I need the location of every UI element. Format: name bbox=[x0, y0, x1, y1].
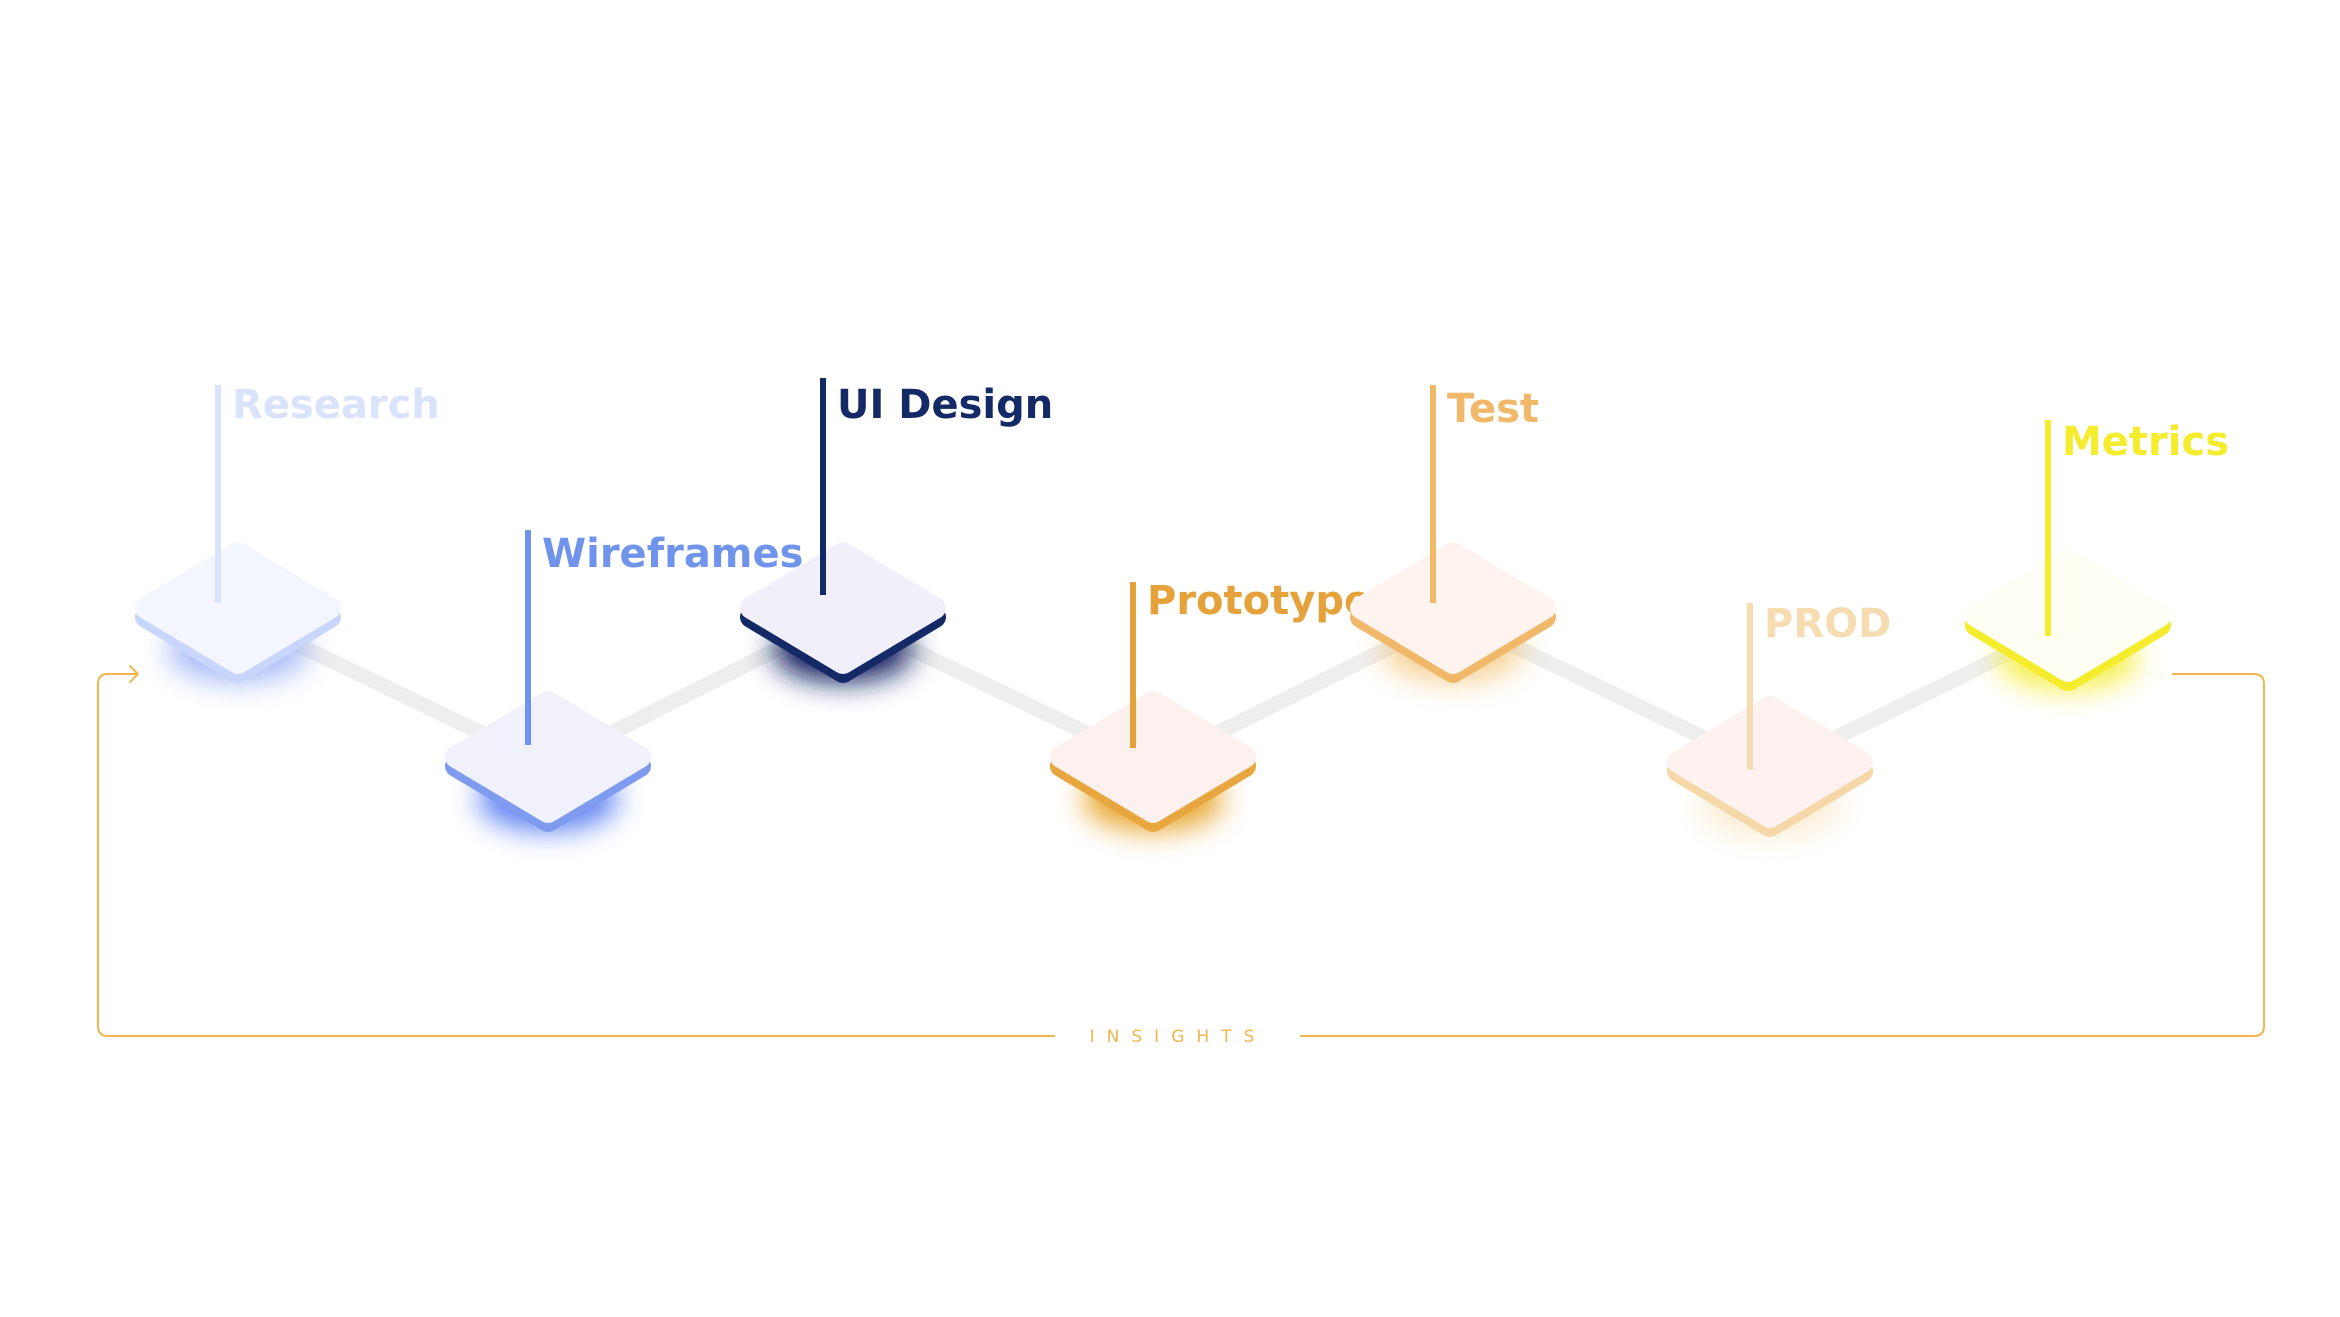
stage-label-prod: PROD bbox=[1764, 601, 1891, 647]
stage-label-prototype: Prototype bbox=[1147, 578, 1371, 624]
stage-label-wireframes: Wireframes bbox=[542, 531, 803, 577]
stage-label-ui-design: UI Design bbox=[837, 382, 1053, 428]
stage-label-research: Research bbox=[232, 382, 440, 428]
stage-label-test: Test bbox=[1447, 386, 1539, 432]
insights-feedback-loop: INSIGHTS bbox=[97, 665, 2265, 1047]
stage-research: Research bbox=[135, 382, 440, 683]
stage-wireframes: Wireframes bbox=[445, 530, 803, 832]
stage-prod: PROD bbox=[1667, 601, 1891, 837]
node-tile bbox=[740, 542, 946, 674]
stage-label-metrics: Metrics bbox=[2062, 419, 2229, 465]
node-tile bbox=[1965, 550, 2171, 682]
node-tile bbox=[135, 542, 341, 674]
insights-label: INSIGHTS bbox=[1090, 1027, 1267, 1047]
stage-metrics: Metrics bbox=[1965, 419, 2229, 691]
stage-ui-design: UI Design bbox=[740, 378, 1053, 683]
node-tile bbox=[1050, 691, 1256, 823]
stage-prototype: Prototype bbox=[1050, 578, 1371, 832]
node-tile bbox=[445, 691, 651, 823]
node-tile bbox=[1350, 542, 1556, 674]
loop-line bbox=[97, 673, 2265, 1037]
node-tile bbox=[1667, 696, 1873, 828]
loop-arrowhead-icon bbox=[129, 665, 139, 683]
stage-test: Test bbox=[1350, 385, 1556, 683]
